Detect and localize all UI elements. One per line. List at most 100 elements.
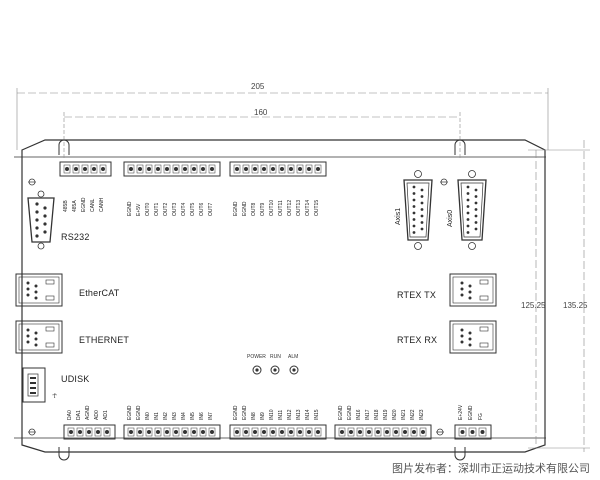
in3-pin-label: IN18 <box>374 409 380 420</box>
rtex-rx-port-pin <box>460 334 464 338</box>
terminal-in-1-screw <box>183 430 187 434</box>
terminal-out-1-screw <box>147 167 151 171</box>
out1-pin-label: OUT6 <box>199 202 205 216</box>
rtex-rx-label: RTEX RX <box>397 335 438 345</box>
out1-pin-label: OUT2 <box>163 202 169 216</box>
dimension-height-inner: 125.25 <box>521 301 546 310</box>
terminal-in-1-slot <box>172 427 180 437</box>
terminal-in-3-screw <box>385 430 389 434</box>
in3-pin-label: IN20 <box>392 409 398 420</box>
terminal-out-1-screw <box>210 167 214 171</box>
terminal-can-screw <box>65 167 69 171</box>
out1-pin-label: OUT1 <box>154 202 160 216</box>
axis0-connector-pin <box>466 218 470 221</box>
axis0-connector <box>457 179 487 241</box>
terminal-can-screw <box>74 167 78 171</box>
in3-pin-label: EGND <box>347 405 353 420</box>
in2-pin-label: IN8 <box>251 412 257 420</box>
ethernet-port-pin <box>26 340 30 344</box>
ethernet-port <box>15 320 63 354</box>
terminal-out-2-slot <box>251 164 259 174</box>
rtex-tx-label: RTEX TX <box>397 290 437 300</box>
rs232-pin <box>35 202 39 206</box>
terminal-in-3-screw <box>394 430 398 434</box>
out2-pin-label: EGND <box>233 201 239 216</box>
power-pin-label: FG <box>478 413 484 420</box>
terminal-in-1 <box>123 424 221 440</box>
out1-pin-label: E+5V <box>136 203 142 216</box>
terminal-out-1-screw <box>156 167 160 171</box>
terminal-in-1-slot <box>145 427 153 437</box>
terminal-power-slot <box>478 427 487 437</box>
terminal-in-3-screw <box>412 430 416 434</box>
out2-pin-label: OUT15 <box>314 199 320 216</box>
axis1-connector-pin <box>420 214 424 218</box>
can-pin-label: EGND <box>81 197 87 212</box>
ethernet-port-pin <box>26 328 30 332</box>
terminal-analog-slot <box>85 427 93 437</box>
terminal-out-2-slot <box>242 164 250 174</box>
axis0-connector-inner <box>460 182 484 238</box>
axis1-connector-pin <box>420 195 424 198</box>
terminal-in-3-slot <box>347 427 355 437</box>
led-0 <box>252 365 262 375</box>
in1-pin-label: IN5 <box>190 412 196 420</box>
terminal-in-2-screw <box>235 430 239 434</box>
terminal-out-2-screw <box>307 167 311 171</box>
led-dot-0 <box>255 368 259 372</box>
axis0-connector-pin <box>466 205 470 208</box>
rtex-tx-port <box>449 273 497 307</box>
axis0-connector-pin <box>466 211 470 215</box>
terminal-out-1-slot <box>127 164 135 174</box>
terminal-out-1-slot <box>154 164 162 174</box>
terminal-in-3-screw <box>376 430 380 434</box>
can-pin-label: CANH <box>99 197 105 212</box>
terminal-in-2-screw <box>307 430 311 434</box>
in2-pin-label: EGND <box>242 405 248 420</box>
terminal-power-screw <box>480 430 485 434</box>
terminal-in-2-screw <box>289 430 293 434</box>
in2-pin-label: IN14 <box>305 409 311 420</box>
rtex-tx-port-led-a <box>479 279 489 285</box>
out1-pin-label: EGND <box>127 201 133 216</box>
ethercat-port <box>15 273 63 307</box>
udisk-port-inner <box>27 373 39 397</box>
terminal-can-screw <box>101 167 105 171</box>
axis0-connector-pin <box>466 224 470 228</box>
rtex-tx-port-led-b <box>479 295 489 301</box>
terminal-out-1-screw <box>192 167 196 171</box>
power-pin-label: EGND <box>468 405 474 420</box>
terminal-in-2-screw <box>316 430 320 434</box>
terminal-in-2-screw <box>262 430 266 434</box>
out1-pin-label: OUT7 <box>208 202 214 216</box>
terminal-analog-screw <box>69 430 73 434</box>
rs232-screw-top <box>37 190 45 198</box>
in2-pin-label: IN10 <box>269 409 275 420</box>
terminal-in-1-screw <box>156 430 160 434</box>
terminal-out-2-screw <box>316 167 320 171</box>
ethercat-label: EtherCAT <box>79 288 120 298</box>
led-power-label: POWER <box>247 354 266 360</box>
analog-pin-label: AD1 <box>103 410 109 420</box>
terminal-in-3-screw <box>358 430 362 434</box>
terminal-in-3-screw <box>421 430 425 434</box>
rtex-rx-port-pin <box>460 340 464 344</box>
in1-pin-label: IN0 <box>145 412 151 420</box>
terminal-in-2-screw <box>271 430 275 434</box>
terminal-out-1-slot <box>145 164 153 174</box>
terminal-analog-screw <box>105 430 109 434</box>
ethercat-port-pin <box>26 281 30 285</box>
rtex-rx-port-pin <box>468 343 472 347</box>
terminal-out-1-screw <box>183 167 187 171</box>
axis1-connector-inner <box>406 182 430 238</box>
power-pin-label: E+24V <box>458 404 464 420</box>
mount-slot-bottom-0 <box>58 447 70 461</box>
ethercat-port-inner <box>18 276 60 304</box>
terminal-can-slot <box>72 164 80 174</box>
rs232-pin <box>35 218 39 222</box>
ethernet-port-pin <box>34 331 38 335</box>
terminal-out-2-slot <box>278 164 286 174</box>
analog-pin-label: AGND <box>85 405 91 420</box>
terminal-in-1-screw <box>192 430 196 434</box>
